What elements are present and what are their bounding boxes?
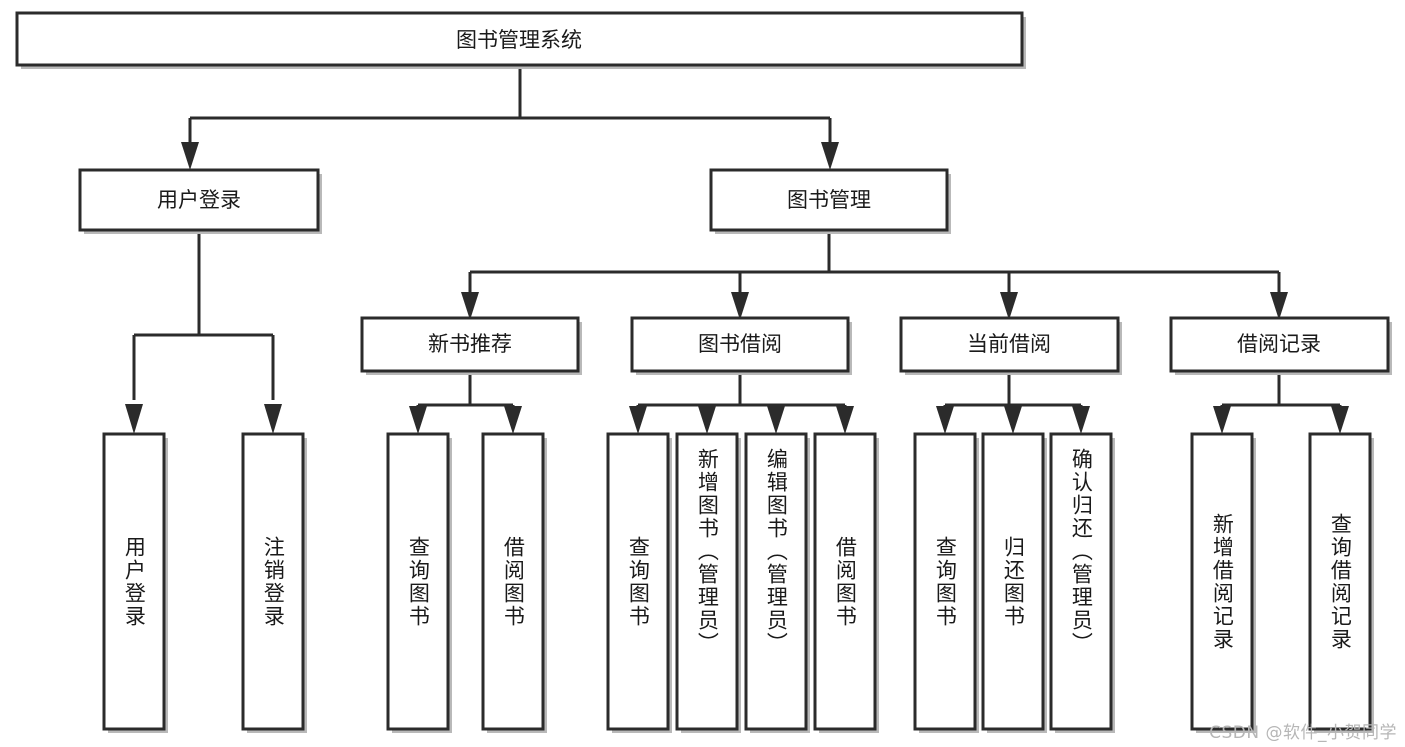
arrow-to-book-borrow [731,292,749,320]
leaf-new-book-2[interactable] [481,432,547,733]
node-book-management[interactable]: 图书管理 [709,168,951,234]
leaf-current-borrow-1[interactable] [913,432,979,733]
leaf-new-book-1[interactable] [386,432,452,733]
node-user-login-label: 用户登录 [157,188,241,212]
arrow-borrowrecord-leaf-1 [1213,406,1231,434]
node-current-borrow-box[interactable] [899,316,1120,373]
arrow-currentborrow-leaf-2 [1004,406,1022,434]
node-book-borrow[interactable]: 图书借阅 [630,316,852,375]
leaf-borrow-record-1-box[interactable] [1190,432,1254,731]
leaf-user-login-1[interactable] [102,432,168,733]
node-user-login[interactable]: 用户登录 [78,168,322,234]
node-root[interactable]: 图书管理系统 [15,11,1026,69]
arrow-currentborrow-leaf-1 [936,406,954,434]
node-borrow-record[interactable]: 借阅记录 [1169,316,1392,375]
leaf-book-borrow-2-box[interactable] [675,432,739,731]
arrow-bookborrow-leaf-4 [836,406,854,434]
edges-group [125,65,1349,434]
node-user-login-box[interactable] [78,168,320,232]
node-book-borrow-label: 图书借阅 [698,332,782,356]
leaf-borrow-record-2-box[interactable] [1308,432,1372,731]
leaf-book-borrow-3-box[interactable] [744,432,808,731]
leaf-user-login-1-box[interactable] [102,432,166,731]
arrow-borrowrecord-leaf-2 [1331,406,1349,434]
leaf-borrow-record-1[interactable] [1190,432,1256,733]
arrow-root-to-user-login [181,142,199,170]
arrow-currentborrow-leaf-3 [1072,406,1090,434]
arrow-newbook-leaf-1 [409,406,427,434]
arrow-userlogin-leaf-2 [264,404,282,434]
arrow-newbook-leaf-2 [504,406,522,434]
arrow-root-to-book-mgmt [821,142,839,170]
node-current-borrow[interactable]: 当前借阅 [899,316,1122,375]
leaf-user-login-2-box[interactable] [241,432,305,731]
leaf-user-login-2[interactable] [241,432,307,733]
node-current-borrow-label: 当前借阅 [967,332,1051,356]
node-book-management-box[interactable] [709,168,949,232]
watermark-text: CSDN @软件_小贺同学 [1209,723,1397,743]
leaf-book-borrow-4[interactable] [813,432,879,733]
arrow-bookborrow-leaf-3 [767,406,785,434]
leaf-book-borrow-4-box[interactable] [813,432,877,731]
node-new-book-recommend[interactable]: 新书推荐 [360,316,582,375]
leaf-book-borrow-3[interactable] [744,432,810,733]
leaf-book-borrow-1-box[interactable] [606,432,670,731]
leaf-current-borrow-2-box[interactable] [981,432,1045,731]
node-borrow-record-box[interactable] [1169,316,1390,373]
leaf-current-borrow-2[interactable] [981,432,1047,733]
node-new-book-recommend-box[interactable] [360,316,580,373]
leaf-book-borrow-2[interactable] [675,432,741,733]
arrow-to-new-book [461,292,479,320]
leaf-book-borrow-1[interactable] [606,432,672,733]
leaf-current-borrow-3[interactable] [1049,432,1115,733]
leaf-new-book-2-box[interactable] [481,432,545,731]
arrow-bookborrow-leaf-1 [629,406,647,434]
node-root-box[interactable] [15,11,1024,67]
arrow-userlogin-leaf-1 [125,404,143,434]
leaf-current-borrow-1-box[interactable] [913,432,977,731]
leaf-current-borrow-3-box[interactable] [1049,432,1113,731]
leaf-new-book-1-box[interactable] [386,432,450,731]
node-book-management-label: 图书管理 [787,188,871,212]
arrow-to-current-borrow [1000,292,1018,320]
arrow-to-borrow-record [1270,292,1288,320]
node-borrow-record-label: 借阅记录 [1237,332,1321,356]
node-book-borrow-box[interactable] [630,316,850,373]
arrow-bookborrow-leaf-2 [698,406,716,434]
leaf-borrow-record-2[interactable] [1308,432,1374,733]
node-new-book-recommend-label: 新书推荐 [428,332,512,356]
node-root-label: 图书管理系统 [456,28,582,52]
